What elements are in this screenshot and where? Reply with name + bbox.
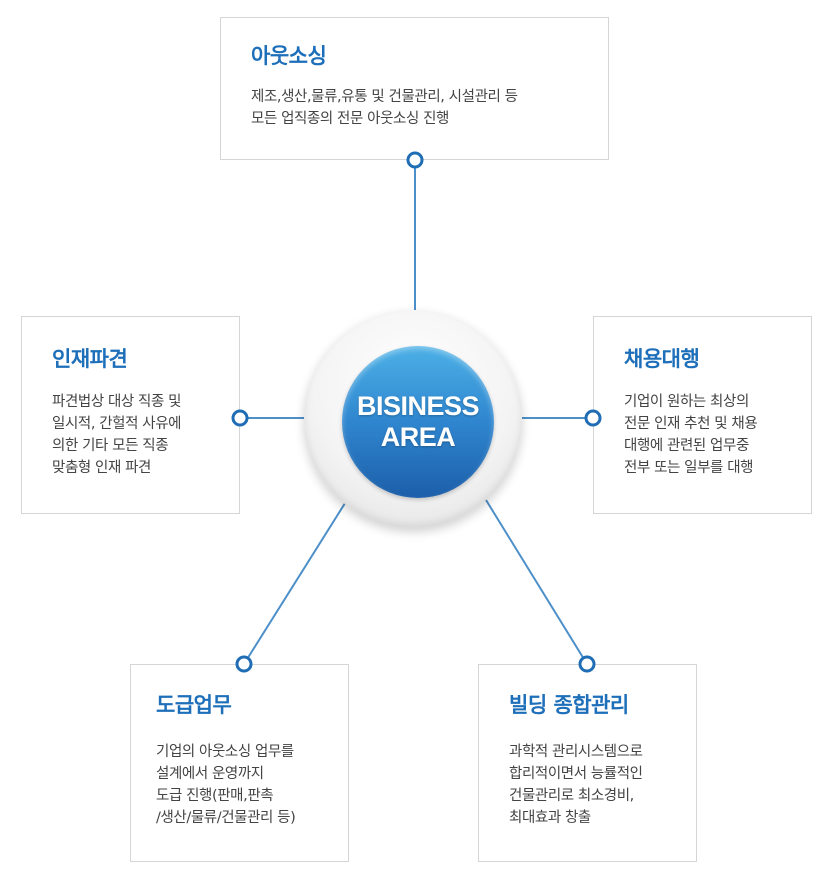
card-description: 과학적 관리시스템으로 합리적이면서 능률적인 건물관리로 최소경비, 최대효과… xyxy=(509,744,643,826)
card-title: 도급업무 xyxy=(156,693,232,717)
node-bottom-right xyxy=(578,655,596,673)
card-description: 기업이 원하는 최상의 전문 인재 추천 및 채용 대행에 관련된 업무중 전부… xyxy=(624,394,758,476)
card-title: 아웃소싱 xyxy=(251,44,327,68)
node-bottom-left xyxy=(235,655,253,673)
card-title: 빌딩 종합관리 xyxy=(509,693,629,717)
hub-circle: BISINESS AREA xyxy=(342,346,494,498)
card-dispatch: 인재파견 파견법상 대상 직종 및 일시적, 간헐적 사유에 의한 기타 모든 … xyxy=(21,316,240,514)
card-description: 파견법상 대상 직종 및 일시적, 간헐적 사유에 의한 기타 모든 직종 맞춤… xyxy=(52,394,182,476)
card-outsourcing: 아웃소싱 제조,생산,물류,유통 및 건물관리, 시설관리 등 모든 업직종의 … xyxy=(220,17,609,160)
hub-label-line2: AREA xyxy=(380,422,456,452)
card-contract: 도급업무 기업의 아웃소싱 업무를 설계에서 운영까지 도급 진행(판매,판촉 … xyxy=(130,664,349,862)
node-top xyxy=(406,151,424,169)
card-title: 인재파견 xyxy=(52,347,128,371)
card-description: 기업의 아웃소싱 업무를 설계에서 운영까지 도급 진행(판매,판촉 /생산/물… xyxy=(156,744,296,826)
card-title: 채용대행 xyxy=(624,347,700,371)
node-right xyxy=(584,409,602,427)
connector-bottom-right xyxy=(485,499,588,665)
hub-label-line1: BISINESS xyxy=(356,391,480,421)
card-recruit: 채용대행 기업이 원하는 최상의 전문 인재 추천 및 채용 대행에 관련된 업… xyxy=(593,316,812,514)
connector-bottom-left xyxy=(243,499,348,665)
node-left xyxy=(231,409,249,427)
card-building: 빌딩 종합관리 과학적 관리시스템으로 합리적이면서 능률적인 건물관리로 최소… xyxy=(478,664,697,862)
card-description: 제조,생산,물류,유통 및 건물관리, 시설관리 등 모든 업직종의 전문 아웃… xyxy=(251,89,518,127)
